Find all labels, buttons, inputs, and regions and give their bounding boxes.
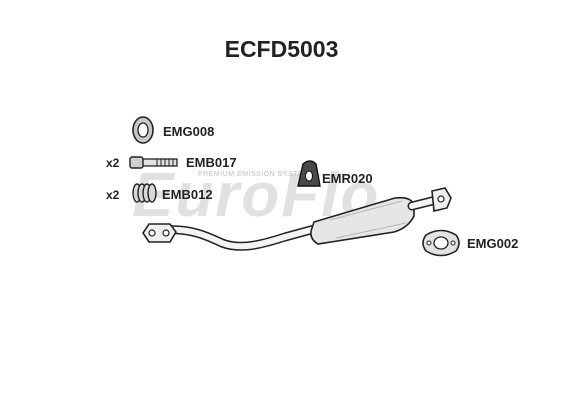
part-label-emg008: EMG008: [163, 124, 215, 139]
watermark-tagline: PREMIUM EMISSION SYSTEMS: [198, 171, 315, 178]
part-label-emb012: EMB012: [162, 187, 213, 202]
outlet-flange-icon: [431, 187, 452, 212]
inlet-flange-icon: [142, 223, 177, 243]
spring-icon: [132, 183, 157, 203]
flange-gasket-icon: [422, 229, 460, 257]
flat-gasket-ring-icon: [132, 116, 154, 144]
part-qty-emb012: x2: [106, 188, 120, 202]
catalytic-converter-icon: [310, 196, 415, 245]
part-label-emb017: EMB017: [186, 155, 237, 170]
rubber-hanger-icon: [297, 160, 321, 187]
part-qty-emb017: x2: [106, 156, 120, 170]
part-label-emr020: EMR020: [322, 171, 373, 186]
diagram-title: ECFD5003: [224, 36, 339, 62]
bolt-icon: [129, 156, 178, 169]
exhaust-pipe-assembly: [142, 187, 452, 251]
part-label-emg002: EMG002: [467, 236, 519, 251]
